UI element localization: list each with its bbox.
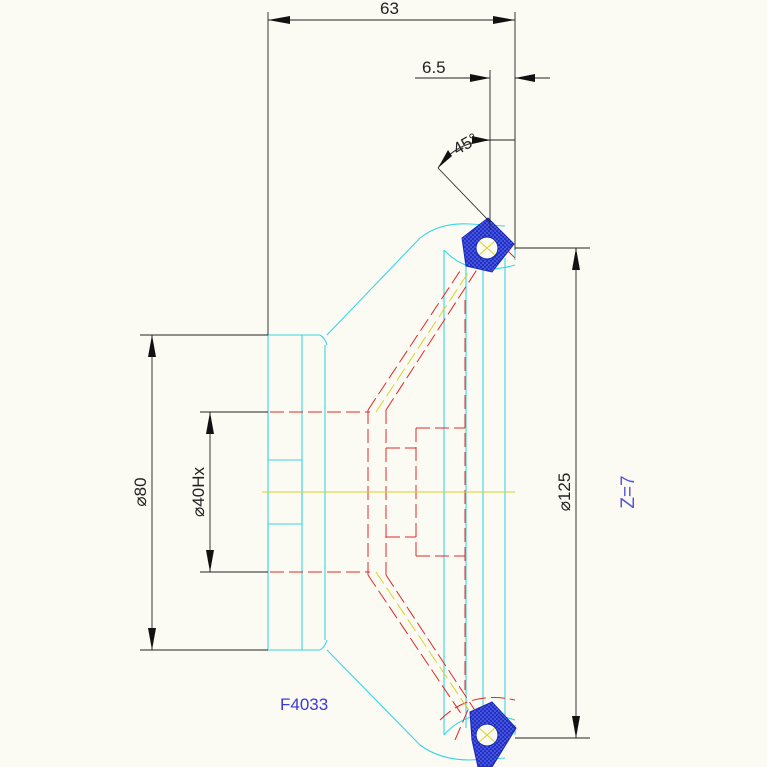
chain-roller-sections: [461, 217, 517, 767]
dim-phi80-label: ⌀80: [131, 477, 150, 506]
dim-45-degree-label: 45°: [450, 129, 482, 158]
dim-phi125-label: ⌀125: [555, 473, 574, 512]
chain-roller-top: [461, 217, 515, 273]
teeth-count-label: Z=7: [618, 475, 639, 508]
dim-phi40hx-label: ⌀40Hx: [189, 467, 208, 517]
dim-63-label: 63: [380, 0, 399, 18]
dimension-lines: [140, 12, 590, 739]
chain-roller-bottom: [469, 701, 517, 767]
dim-6-5-label: 6.5: [422, 58, 446, 77]
centerlines: [262, 239, 515, 744]
part-code-label: F4033: [280, 695, 328, 714]
hidden-lines: [270, 247, 516, 741]
